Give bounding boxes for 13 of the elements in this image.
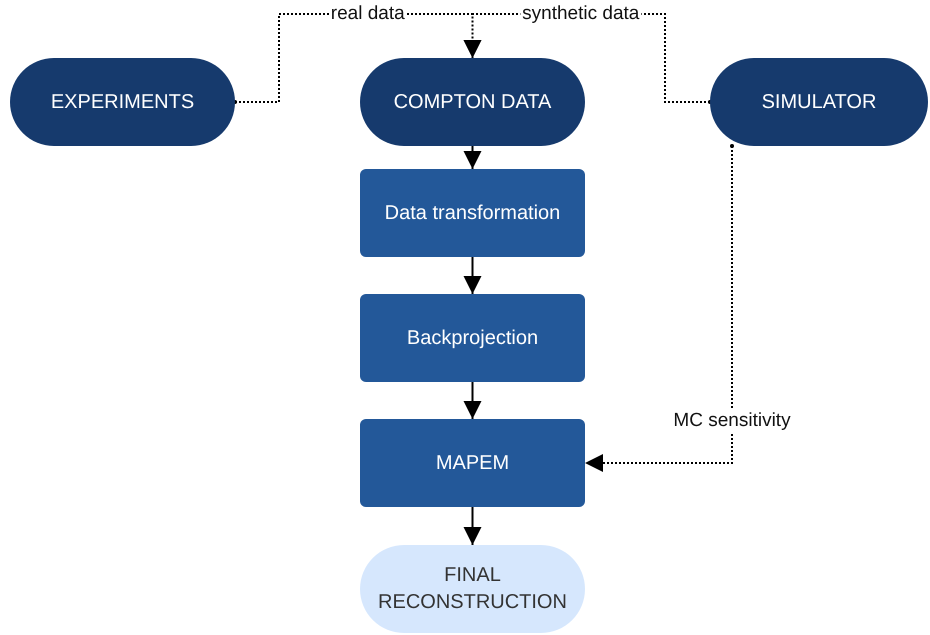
- arrow: [585, 144, 734, 472]
- terminal-pill: SIMULATOR: [710, 58, 928, 146]
- edge-label: synthetic data: [520, 3, 642, 25]
- terminal-pill: COMPTON DATA: [360, 58, 585, 146]
- process-box: Data transformation: [360, 169, 585, 257]
- process-box: MAPEM: [360, 419, 585, 507]
- arrow: [464, 507, 482, 545]
- arrow: [464, 146, 482, 169]
- terminal-pill: EXPERIMENTS: [10, 58, 235, 146]
- process-box: Backprojection: [360, 294, 585, 382]
- terminal-pill: FINAL RECONSTRUCTION: [360, 545, 585, 633]
- arrow: [464, 382, 482, 419]
- arrow: [464, 257, 482, 294]
